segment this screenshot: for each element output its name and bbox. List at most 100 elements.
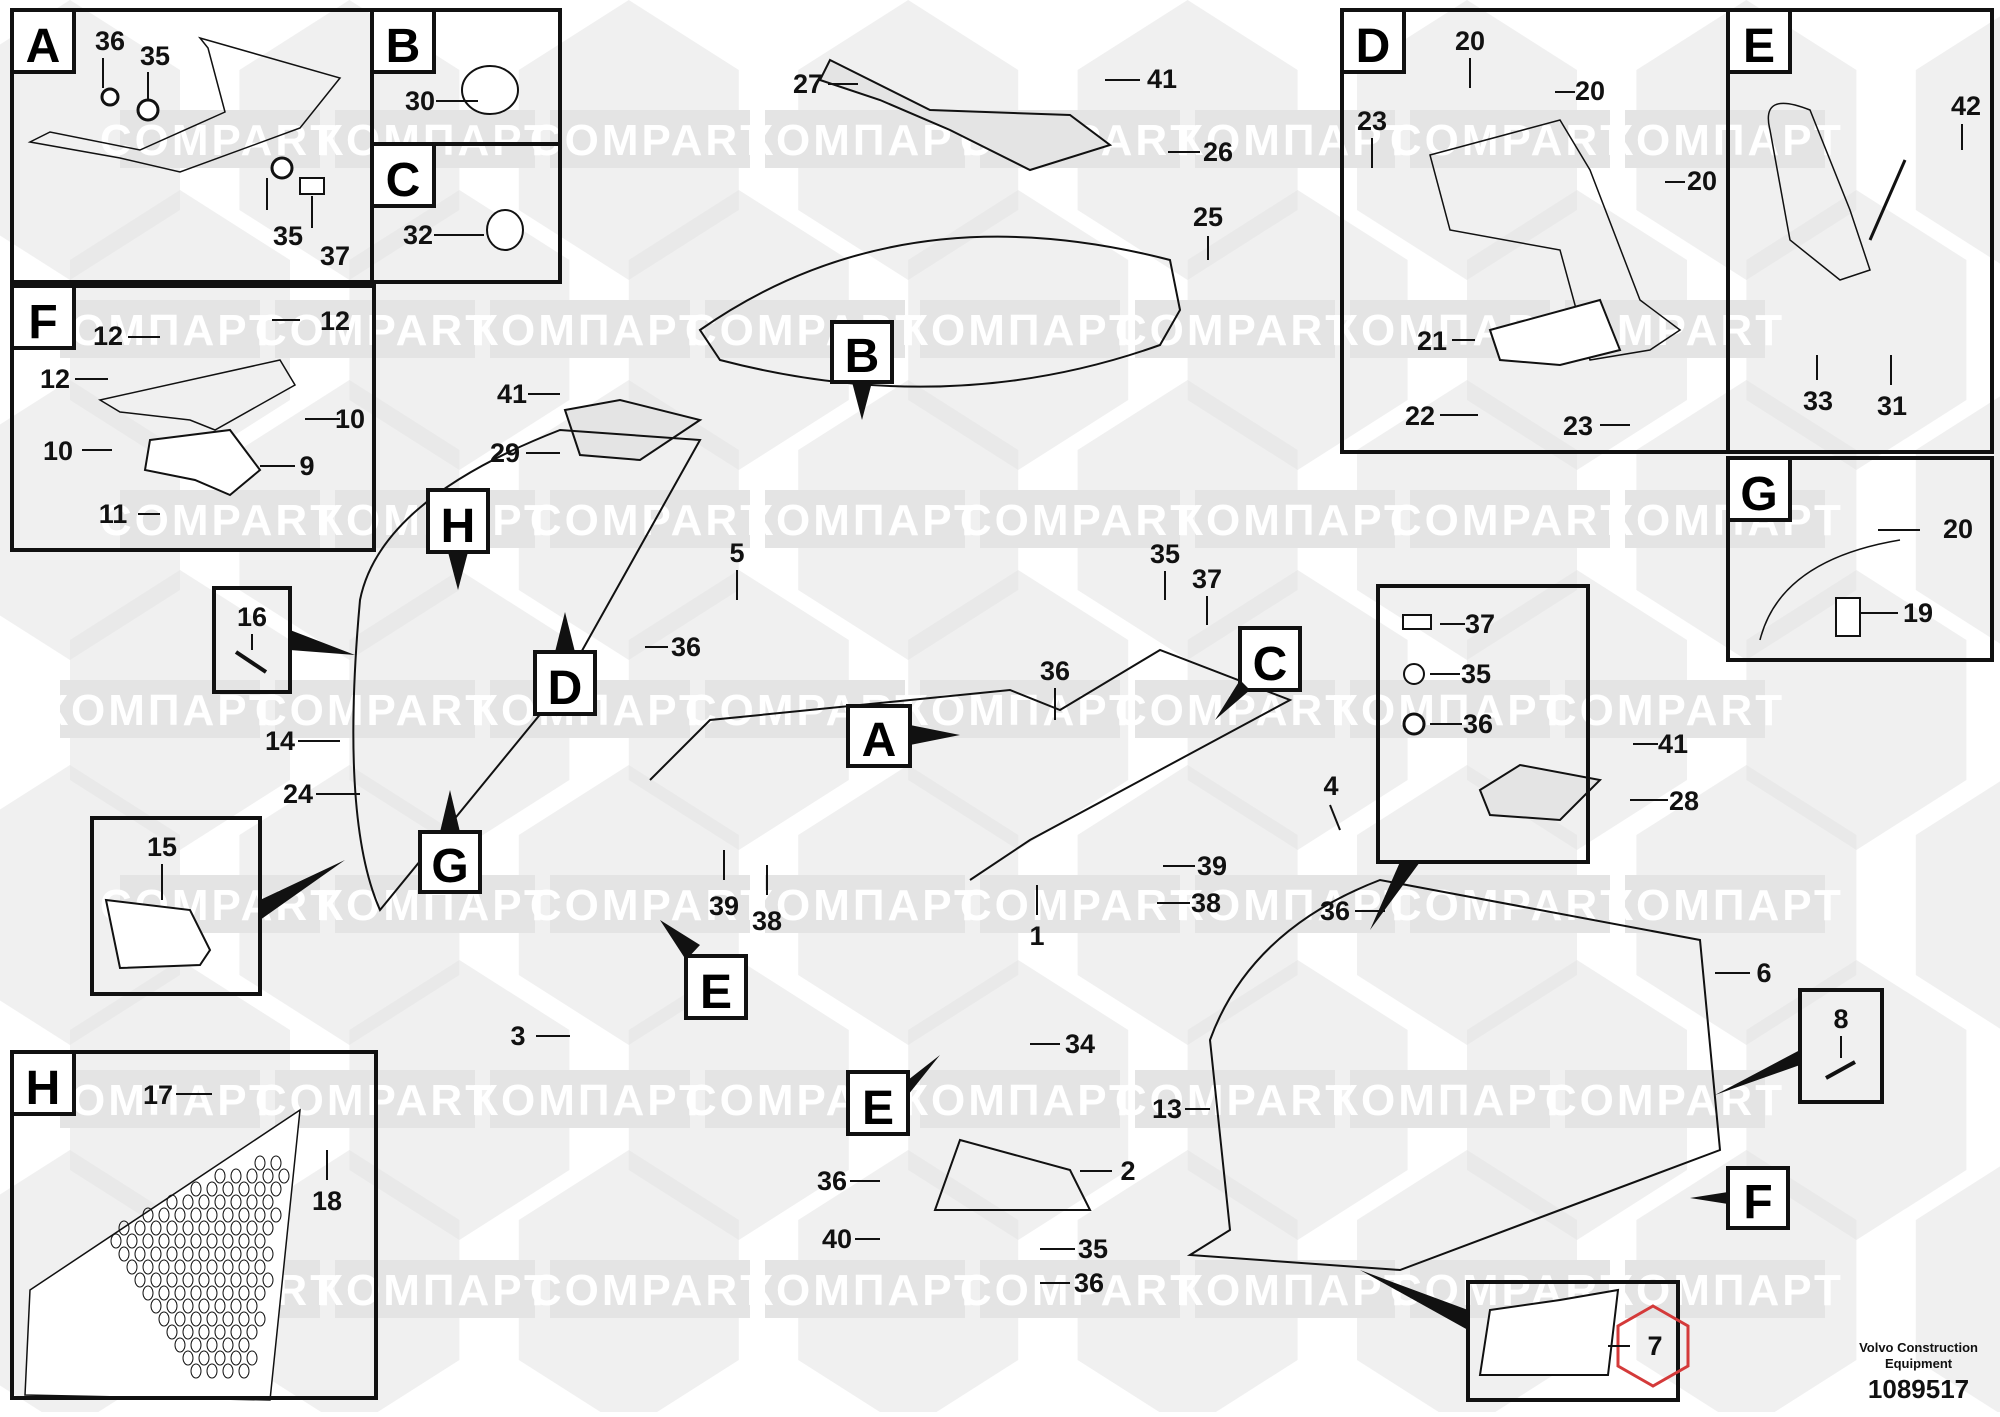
part-number-label: 33 bbox=[1803, 386, 1833, 416]
highlighted-part-number: 7 bbox=[1647, 1331, 1662, 1361]
mesh-cell bbox=[166, 1324, 178, 1340]
watermark-hexagon bbox=[1077, 380, 1298, 660]
mesh-cell bbox=[166, 1194, 178, 1210]
watermark-band bbox=[765, 1260, 965, 1318]
mesh-cell bbox=[230, 1298, 242, 1314]
callout-pointer bbox=[1715, 1050, 1800, 1095]
mesh-cell bbox=[254, 1311, 266, 1327]
nut-drawing bbox=[100, 87, 120, 107]
part-number-label: 36 bbox=[1074, 1268, 1104, 1298]
part-number-label: 36 bbox=[1320, 896, 1350, 926]
nut-36-drawing bbox=[1402, 712, 1426, 736]
mesh-cell bbox=[230, 1194, 242, 1210]
watermark-text: КОМПАРТ bbox=[1606, 116, 1844, 165]
watermark-text: COMPART bbox=[1390, 496, 1630, 545]
mesh-cell bbox=[158, 1233, 170, 1249]
part-number-label: 4 bbox=[1323, 771, 1338, 801]
view-letter-tag bbox=[370, 142, 436, 208]
watermark-band bbox=[765, 490, 965, 548]
part-number-label: 34 bbox=[1065, 1029, 1095, 1059]
watermark-hexagon bbox=[1915, 781, 2000, 1029]
watermark-text: COMPART bbox=[530, 116, 770, 165]
brand-block: Volvo Construction Equipment 1089517 bbox=[1859, 1340, 1978, 1405]
mesh-cell bbox=[222, 1181, 234, 1197]
part-number-label: 11 bbox=[99, 499, 128, 529]
support-2-drawing bbox=[933, 1138, 1092, 1211]
mesh-cell bbox=[126, 1233, 138, 1249]
watermark-band bbox=[550, 1260, 750, 1318]
mesh-cell bbox=[126, 1259, 138, 1275]
headlamp-7-inset bbox=[1466, 1280, 1680, 1402]
fastener-set-inset bbox=[1376, 584, 1590, 864]
mesh-cell bbox=[134, 1246, 146, 1262]
watermark-band bbox=[1410, 110, 1610, 168]
mesh-cell bbox=[150, 1220, 162, 1236]
part-number-label: 36 bbox=[95, 26, 125, 56]
mesh-cell bbox=[270, 1181, 282, 1197]
part-number-label: 36 bbox=[671, 632, 701, 662]
watermark-hexagon bbox=[1077, 1150, 1298, 1417]
watermark-hexagon bbox=[1915, 16, 2000, 264]
part-number-label: 37 bbox=[320, 241, 350, 271]
callout-pointer bbox=[660, 920, 700, 960]
detail-view-c bbox=[370, 142, 562, 284]
watermark-text: COMPART bbox=[960, 1266, 1200, 1315]
mesh-cell bbox=[198, 1272, 210, 1288]
bolt-42-drawing bbox=[1868, 159, 1907, 241]
watermark-band bbox=[1625, 875, 1825, 933]
mesh-cell bbox=[118, 1246, 130, 1262]
mesh-cell bbox=[238, 1233, 250, 1249]
view-letter: B bbox=[386, 20, 421, 73]
mesh-cell bbox=[230, 1350, 242, 1366]
detail-view-h bbox=[10, 1050, 378, 1400]
part-number-label: 20 bbox=[1943, 514, 1973, 544]
watermark-band bbox=[1135, 1070, 1335, 1128]
washer-drawing bbox=[136, 98, 160, 122]
mesh-cell bbox=[174, 1207, 186, 1223]
watermark-text: КОМПАРТ bbox=[1606, 881, 1844, 930]
watermark-text: КОМПАРТ bbox=[471, 306, 709, 355]
part-number-label: 23 bbox=[1357, 106, 1387, 136]
part-number-label: 13 bbox=[1152, 1094, 1182, 1124]
mesh-cell bbox=[214, 1220, 226, 1236]
mesh-cell bbox=[182, 1272, 194, 1288]
mesh-cell bbox=[222, 1233, 234, 1249]
mesh-cell bbox=[214, 1298, 226, 1314]
part-number-label: 36 bbox=[1040, 656, 1070, 686]
part-number-label: 30 bbox=[405, 86, 435, 116]
mesh-cell bbox=[190, 1181, 202, 1197]
main-frame-drawing bbox=[649, 648, 1293, 881]
mesh-cell bbox=[246, 1220, 258, 1236]
mesh-cell bbox=[142, 1285, 154, 1301]
view-letter: A bbox=[862, 714, 897, 767]
watermark-text: COMPART bbox=[1390, 116, 1630, 165]
mesh-cell bbox=[246, 1194, 258, 1210]
watermark-band bbox=[550, 490, 750, 548]
mesh-cell bbox=[246, 1246, 258, 1262]
washer-35-drawing bbox=[1403, 663, 1425, 685]
watermark-text: КОМПАРТ bbox=[1176, 1266, 1414, 1315]
part-number-label: 41 bbox=[1658, 729, 1688, 759]
part-number-label: 5 bbox=[729, 538, 744, 568]
watermark-band bbox=[1195, 875, 1395, 933]
part-number-label: 1 bbox=[1029, 921, 1044, 951]
mesh-cell bbox=[262, 1168, 274, 1184]
view-letter: E bbox=[862, 1082, 894, 1135]
mesh-cell bbox=[166, 1298, 178, 1314]
grommet-32-drawing bbox=[486, 209, 524, 251]
company-name-line2: Equipment bbox=[1884, 1356, 1953, 1371]
part-number-label: 39 bbox=[1197, 851, 1227, 881]
callout-pointer bbox=[440, 790, 460, 832]
mesh-cell bbox=[230, 1324, 242, 1340]
view-letter-tag bbox=[533, 650, 597, 716]
part-number-label: 12 bbox=[320, 306, 350, 336]
mesh-cell bbox=[110, 1233, 122, 1249]
part-number-label: 2 bbox=[1120, 1156, 1135, 1186]
mesh-cell bbox=[190, 1285, 202, 1301]
view-letter-tag bbox=[1726, 1166, 1790, 1230]
mesh-cell bbox=[214, 1324, 226, 1340]
watermark-band bbox=[1350, 680, 1550, 738]
mesh-cell bbox=[262, 1246, 274, 1262]
watermark-band bbox=[1195, 490, 1395, 548]
